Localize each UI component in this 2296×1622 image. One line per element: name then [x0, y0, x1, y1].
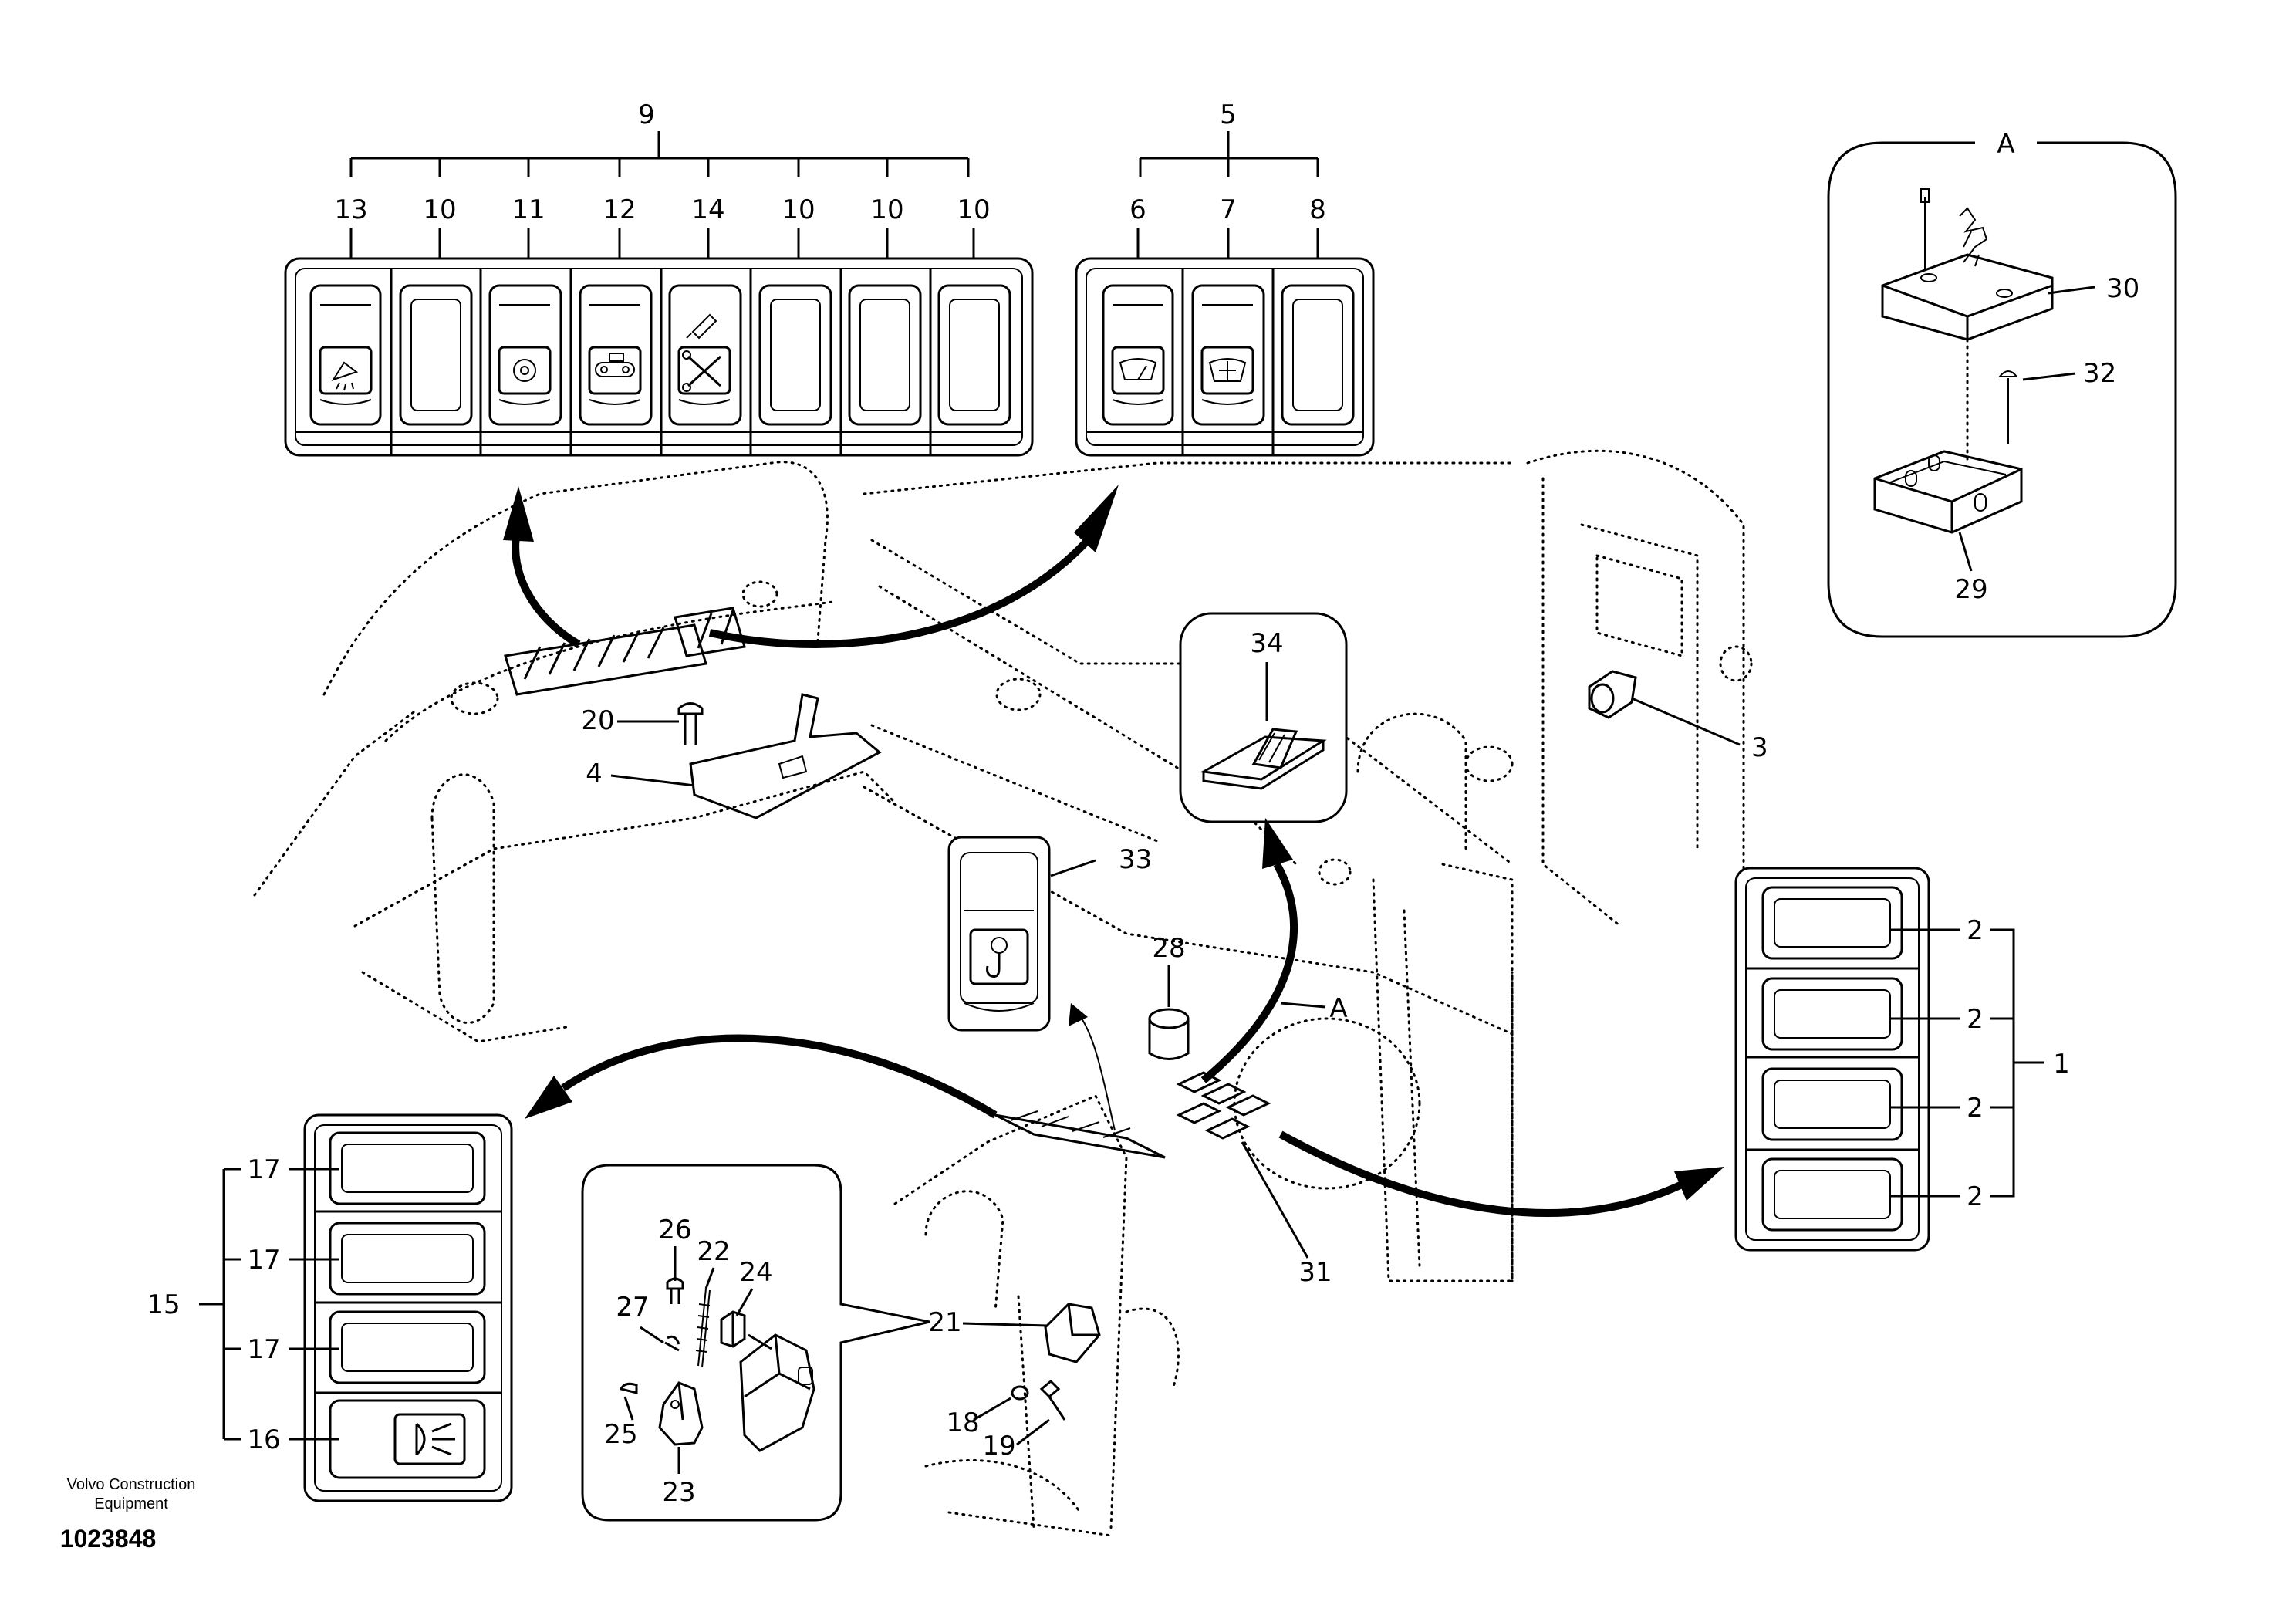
label-16-text: 16	[247, 1424, 280, 1455]
label-detail-a: A	[1997, 129, 2014, 160]
label-detail-a-callout: A	[1329, 993, 1347, 1024]
label-7: 7	[1220, 194, 1237, 225]
label-2-c: 2	[1967, 1093, 1984, 1124]
shears-icon	[682, 350, 722, 392]
label-18: 18	[946, 1407, 979, 1438]
detail-33-box: 33	[947, 836, 1152, 1032]
label-20: 20	[581, 705, 614, 736]
label-13: 13	[334, 194, 367, 225]
track-icon	[595, 353, 635, 377]
switch-panel-5: 5 6 7 8	[1075, 100, 1375, 457]
label-17-c-text: 17	[247, 1334, 280, 1365]
hook-icon	[986, 937, 1008, 978]
label-6: 6	[1129, 194, 1146, 225]
work-light-icon	[331, 361, 359, 391]
switch-panel-15: 17 17 17 16 17 17 17 16 15	[147, 1113, 513, 1502]
connector-pins	[1959, 207, 1988, 267]
label-10-a: 10	[423, 194, 456, 225]
hammer-icon	[686, 313, 718, 340]
wiper-icon	[1119, 358, 1157, 380]
label-15: 15	[147, 1289, 180, 1320]
label-25: 25	[604, 1419, 637, 1450]
label-31: 31	[1298, 1257, 1332, 1288]
cigarette-lighter-3: 3	[1588, 670, 1768, 763]
label-9: 9	[638, 100, 655, 130]
label-14: 14	[691, 194, 724, 225]
label-32: 32	[2083, 358, 2116, 389]
label-3: 3	[1751, 732, 1768, 763]
switch-group-15-mount	[994, 1110, 1166, 1159]
label-12: 12	[603, 194, 636, 225]
label-26: 26	[658, 1215, 691, 1245]
label-5: 5	[1220, 100, 1237, 130]
switch-row-top	[309, 284, 1011, 426]
label-33: 33	[1119, 844, 1152, 875]
label-29: 29	[1954, 574, 1987, 605]
label-11: 11	[512, 194, 545, 225]
detail-34-box: 34	[1179, 612, 1348, 823]
switch-panel-1: 2 2 2 2 1	[1734, 867, 2070, 1252]
label-19: 19	[982, 1431, 1015, 1461]
label-27: 27	[616, 1292, 649, 1323]
label-2-b: 2	[1967, 1004, 1984, 1035]
label-10-d: 10	[957, 194, 990, 225]
label-8: 8	[1309, 194, 1326, 225]
detail-a-box: A 30 32 29	[1827, 129, 2177, 638]
label-2-d: 2	[1967, 1181, 1984, 1212]
switch-group-31: A 31	[1176, 993, 1348, 1288]
label-1: 1	[2053, 1049, 2070, 1080]
footer: Volvo Construction Equipment 1023848	[60, 1476, 196, 1553]
washer-icon	[1208, 358, 1247, 382]
engine-icon	[513, 359, 536, 382]
company-line-1: Volvo Construction	[67, 1476, 196, 1493]
label-34: 34	[1250, 628, 1283, 659]
document-number: 1023848	[60, 1525, 157, 1553]
part-28: 28	[1148, 933, 1190, 1060]
label-28: 28	[1152, 933, 1185, 964]
label-24: 24	[739, 1257, 772, 1288]
label-30: 30	[2106, 273, 2139, 304]
beacon-icon	[415, 1422, 455, 1456]
label-10-c: 10	[870, 194, 903, 225]
switch-panel-9: 9 13 10 11 12 14 10 10 10	[284, 100, 1034, 457]
label-17-b-text: 17	[247, 1245, 280, 1276]
switch-21: 21 18 19	[928, 1303, 1101, 1461]
label-2-a: 2	[1967, 915, 1984, 946]
label-23: 23	[662, 1477, 695, 1508]
label-17-a-text: 17	[247, 1154, 280, 1185]
leader-arrows	[503, 485, 1724, 1218]
cab-console-left: 20 4	[504, 607, 882, 819]
label-21: 21	[928, 1307, 961, 1338]
label-10-b: 10	[782, 194, 815, 225]
label-4: 4	[586, 759, 603, 789]
detail-21-box: 26 22 24 27 25 23	[581, 1164, 930, 1522]
label-22: 22	[697, 1236, 730, 1267]
company-line-2: Equipment	[94, 1495, 168, 1512]
